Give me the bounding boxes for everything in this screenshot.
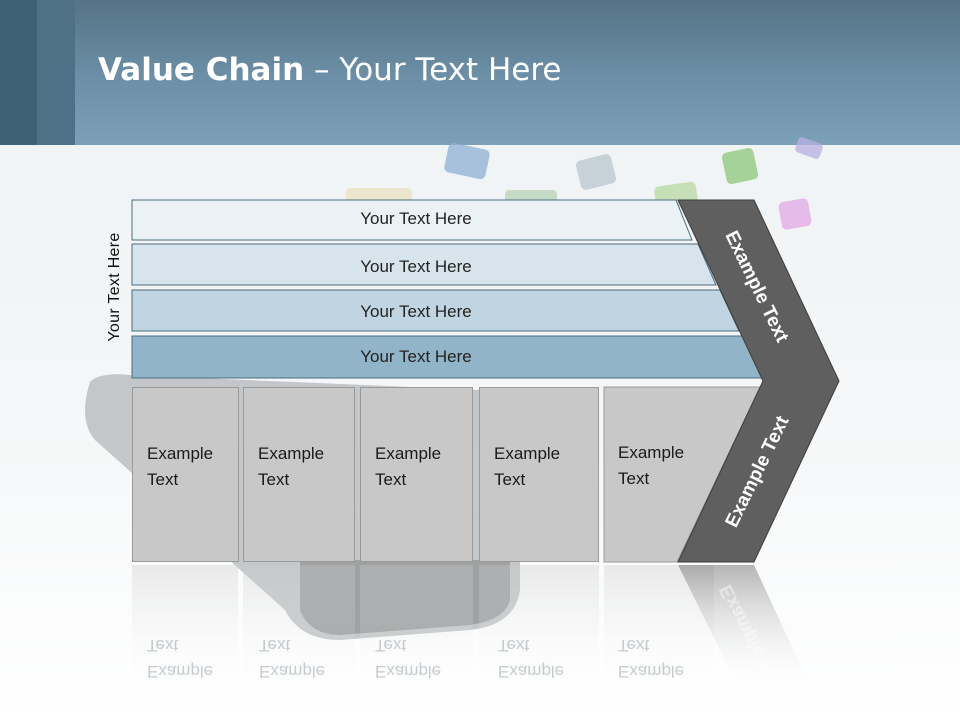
box-line2: Text <box>494 470 526 489</box>
box-line2: Text <box>618 469 650 488</box>
box-line1: Example <box>258 444 325 463</box>
header-accent-band <box>0 0 37 145</box>
box-line1: Example <box>147 444 214 463</box>
reflection <box>132 565 812 695</box>
box-line2: Text <box>147 470 179 489</box>
title-bold-part: Value Chain <box>98 52 305 88</box>
box-line2: Text <box>375 470 407 489</box>
box-shape <box>603 386 761 563</box>
box-line1: Example <box>375 444 442 463</box>
bar-label: Your Text Here <box>360 257 472 276</box>
box-line1: Example <box>618 443 685 462</box>
bar-label: Your Text Here <box>360 302 472 321</box>
header-banner <box>0 0 960 145</box>
page-title: Value Chain – Your Text Here <box>98 52 561 88</box>
bar-label: Your Text Here <box>360 347 472 366</box>
chevron-arrow <box>677 199 840 563</box>
bar-shape <box>131 199 693 241</box>
box-line1: Example <box>494 444 561 463</box>
bar-label: Your Text Here <box>360 209 472 228</box>
bar-shape <box>131 243 717 286</box>
header-accent-band <box>37 0 75 145</box>
side-label-text: Your Text Here <box>106 232 123 342</box>
title-rest-part: – Your Text Here <box>304 52 562 88</box>
box-line2: Text <box>258 470 290 489</box>
